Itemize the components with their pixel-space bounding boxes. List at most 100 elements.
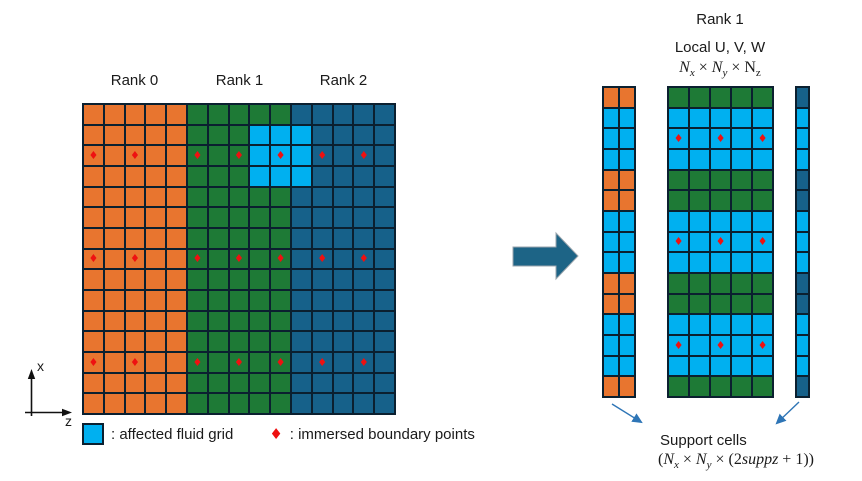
grid-cell [125, 166, 145, 186]
transform-arrow-icon [512, 231, 579, 281]
grid-cell [604, 273, 618, 293]
grid-cell [797, 129, 808, 148]
grid-cell [604, 377, 618, 396]
grid-cell [146, 394, 166, 413]
grid-cell: ♦ [187, 249, 207, 269]
grid-cell [271, 373, 290, 393]
immersed-boundary-point: ♦ [757, 132, 768, 146]
grid-cell [146, 373, 166, 393]
grid-cell [291, 311, 311, 331]
grid-cell: ♦ [711, 232, 730, 252]
grid-cell [84, 208, 103, 227]
grid-cell [732, 129, 751, 148]
grid-cell [711, 377, 730, 396]
grid-cell [690, 129, 709, 148]
grid-cell [620, 232, 634, 252]
grid-cell [753, 191, 772, 210]
grid-cell [229, 187, 249, 207]
grid-cell [711, 108, 730, 128]
grid-cell [333, 373, 353, 393]
grid-cell [229, 105, 249, 124]
grid-cell [711, 170, 730, 190]
grid-cell [690, 273, 709, 293]
grid-cell [732, 232, 751, 252]
grid-cell [333, 290, 353, 310]
grid-cell [250, 394, 270, 413]
grid-cell [732, 273, 751, 293]
grid-cell: ♦ [125, 352, 145, 372]
formula-times1: × [678, 451, 696, 468]
grid-cell [271, 105, 290, 124]
right-panel-subtitle: Local U, V, W [674, 39, 766, 56]
grid-cell [187, 208, 207, 227]
grid-cell [104, 290, 124, 310]
grid-cell: ♦ [312, 352, 332, 372]
grid-cell [167, 208, 186, 227]
grid-cell [711, 294, 730, 314]
grid-cell [208, 208, 228, 227]
grid-cell [312, 290, 332, 310]
grid-cell [669, 253, 688, 272]
grid-cell [375, 311, 394, 331]
grid-cell: ♦ [187, 352, 207, 372]
grid-cell [271, 208, 290, 227]
grid-cell [375, 146, 394, 165]
grid-cell [125, 373, 145, 393]
grid-cell [620, 149, 634, 169]
grid-cell [732, 335, 751, 355]
grid-cell: ♦ [753, 129, 772, 148]
grid-cell [604, 211, 618, 231]
coordinate-axes [25, 369, 72, 417]
grid-cell [104, 125, 124, 145]
grid-cell [125, 270, 145, 289]
grid-cell [711, 356, 730, 376]
grid-cell [167, 311, 186, 331]
grid-cell [797, 356, 808, 376]
immersed-boundary-point: ♦ [358, 149, 369, 163]
grid-cell [620, 108, 634, 128]
grid-cell [604, 191, 618, 210]
immersed-boundary-point: ♦ [317, 355, 328, 369]
grid-cell [797, 108, 808, 128]
grid-cell [312, 208, 332, 227]
grid-cell [312, 228, 332, 248]
grid-cell [250, 125, 270, 145]
grid-cell: ♦ [229, 146, 249, 165]
grid-cell [271, 166, 290, 186]
grid-cell [250, 187, 270, 207]
grid-cell [187, 105, 207, 124]
grid-cell [187, 166, 207, 186]
grid-cell [208, 166, 228, 186]
grid-cell [354, 394, 374, 413]
grid-cell [208, 352, 228, 372]
immersed-boundary-point: ♦ [715, 338, 726, 352]
grid-cell [104, 105, 124, 124]
grid-cell [291, 208, 311, 227]
grid-cell [797, 335, 808, 355]
immersed-boundary-point: ♦ [757, 235, 768, 249]
grid-cell [753, 253, 772, 272]
grid-cell [375, 290, 394, 310]
grid-cell [732, 294, 751, 314]
grid-cell [354, 270, 374, 289]
grid-cell [104, 166, 124, 186]
grid-cell: ♦ [669, 129, 688, 148]
grid-cell [669, 356, 688, 376]
grid-cell [146, 105, 166, 124]
grid-cell [167, 394, 186, 413]
grid-cell [312, 332, 332, 351]
grid-cell [333, 105, 353, 124]
grid-cell: ♦ [669, 335, 688, 355]
grid-cell [732, 149, 751, 169]
grid-cell [333, 332, 353, 351]
grid-cell [797, 315, 808, 334]
grid-cell [604, 129, 618, 148]
grid-cell [690, 253, 709, 272]
dims-times2: × [727, 59, 745, 76]
grid-cell [167, 187, 186, 207]
grid-cell [333, 166, 353, 186]
left-pointer-arrow [611, 403, 643, 424]
grid-cell: ♦ [187, 146, 207, 165]
grid-cell [690, 191, 709, 210]
